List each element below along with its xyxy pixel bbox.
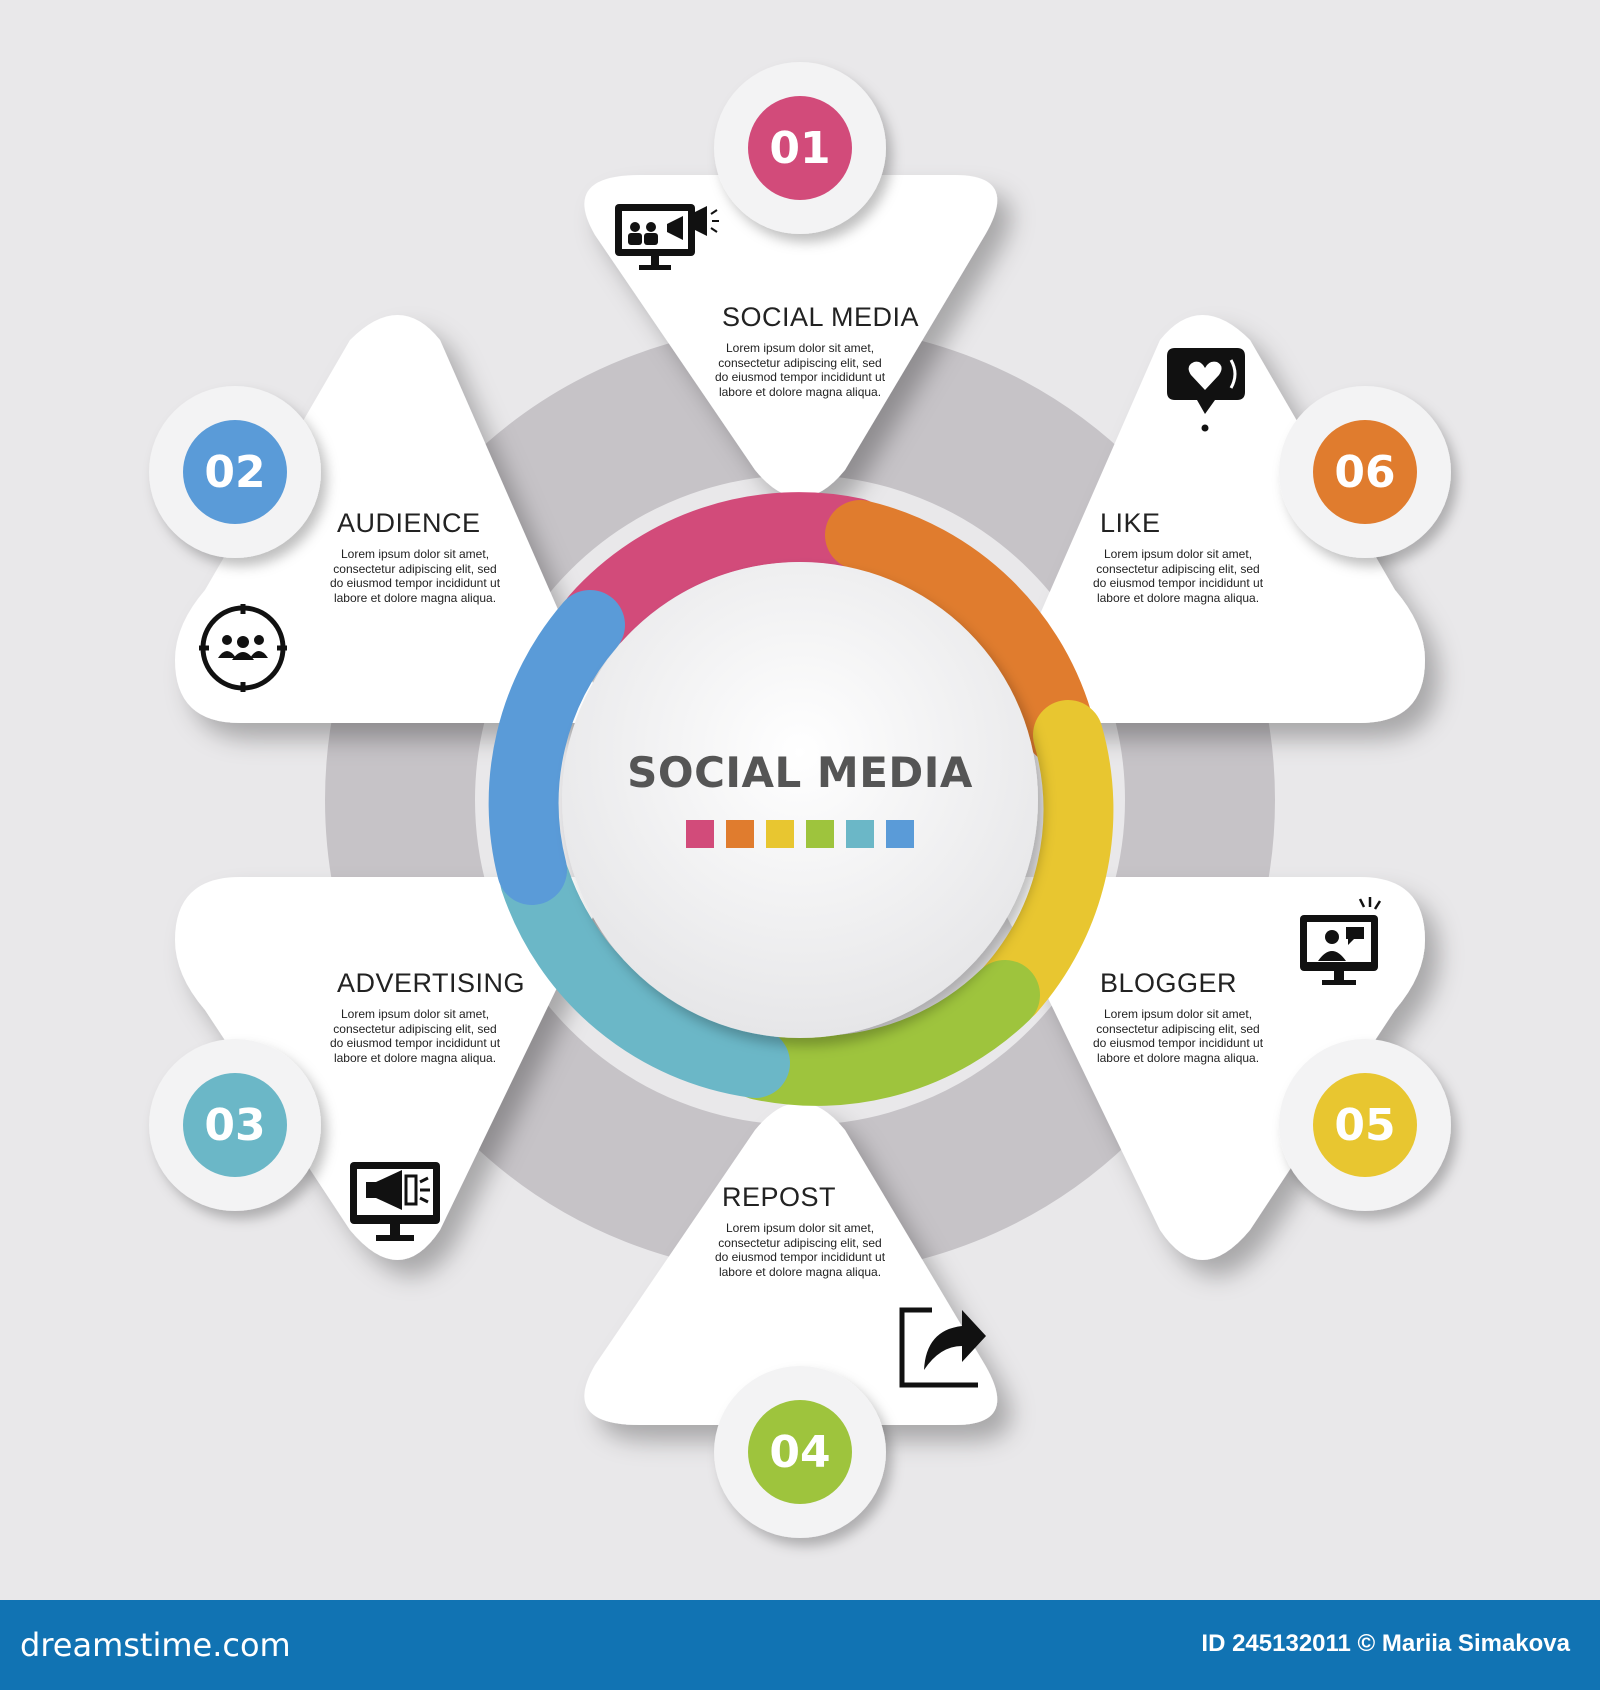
step-number-06: 06 (1313, 420, 1417, 524)
ring-segment-pink (561, 492, 890, 653)
center-disc (562, 562, 1038, 1038)
step-number-03: 03 (183, 1073, 287, 1177)
ring-segment-blue (488, 590, 625, 905)
step-03-text: Lorem ipsum dolor sit amet, consectetur … (329, 1007, 501, 1065)
monitor-megaphone-icon (350, 1162, 440, 1241)
step-06-title: LIKE (1100, 508, 1161, 538)
step-01-text: Lorem ipsum dolor sit amet, consectetur … (714, 341, 886, 399)
step-02-text: Lorem ipsum dolor sit amet, consectetur … (329, 547, 501, 605)
petal-04 (584, 1102, 998, 1425)
step-number-05: 05 (1313, 1073, 1417, 1177)
footer-credit: ID 245132011 © Mariia Simakova (1201, 1630, 1570, 1657)
step-01-title: SOCIAL MEDIA (722, 302, 920, 332)
swatch-teal (846, 820, 874, 848)
step-03-title: ADVERTISING (337, 968, 526, 998)
step-04-title: REPOST (722, 1182, 837, 1212)
ring-segment-teal (500, 845, 790, 1098)
step-05-title: BLOGGER (1100, 968, 1238, 998)
step-number-04: 04 (748, 1400, 852, 1504)
step-05-text: Lorem ipsum dolor sit amet, consectetur … (1092, 1007, 1264, 1065)
step-06-text: Lorem ipsum dolor sit amet, consectetur … (1092, 547, 1264, 605)
step-04-text: Lorem ipsum dolor sit amet, consectetur … (714, 1221, 886, 1279)
swatch-green (806, 820, 834, 848)
step-number-02: 02 (183, 420, 287, 524)
center-title: SOCIAL MEDIA (627, 748, 973, 797)
footer-bar: dreamstime.com ID 245132011 © Mariia Sim… (0, 1600, 1600, 1690)
monitor-megaphone-audience-icon (615, 204, 719, 270)
step-01-label: SOCIAL MEDIA Lorem ipsum dolor sit amet,… (710, 302, 920, 399)
infographic-art (149, 62, 1451, 1538)
step-04-label: REPOST Lorem ipsum dolor sit amet, conse… (710, 1182, 910, 1279)
petal-02 (175, 315, 600, 723)
step-02-title: AUDIENCE (337, 508, 481, 538)
step-06-label: LIKE Lorem ipsum dolor sit amet, consect… (1088, 508, 1288, 605)
ring-segment-orange (825, 500, 1095, 765)
swatch-blue (886, 820, 914, 848)
petal-05 (1000, 877, 1425, 1260)
step-02-label: AUDIENCE Lorem ipsum dolor sit amet, con… (325, 508, 525, 605)
heart-speech-bubble-icon (1167, 348, 1245, 432)
footer-brand: dreamstime.com (20, 1626, 291, 1664)
color-swatches (686, 820, 914, 848)
ring-segment-green (725, 960, 1040, 1106)
swatch-yellow (766, 820, 794, 848)
step-number-01: 01 (748, 96, 852, 200)
ring-segment-yellow (975, 700, 1114, 1025)
swatch-pink (686, 820, 714, 848)
monitor-blogger-icon (1300, 897, 1382, 985)
petal-06 (1000, 315, 1425, 723)
share-arrow-icon (899, 1307, 986, 1388)
step-05-label: BLOGGER Lorem ipsum dolor sit amet, cons… (1088, 968, 1288, 1065)
petal-03 (175, 877, 600, 1260)
swatch-orange (726, 820, 754, 848)
step-03-label: ADVERTISING Lorem ipsum dolor sit amet, … (325, 968, 525, 1065)
audience-circle-icon (199, 604, 287, 692)
